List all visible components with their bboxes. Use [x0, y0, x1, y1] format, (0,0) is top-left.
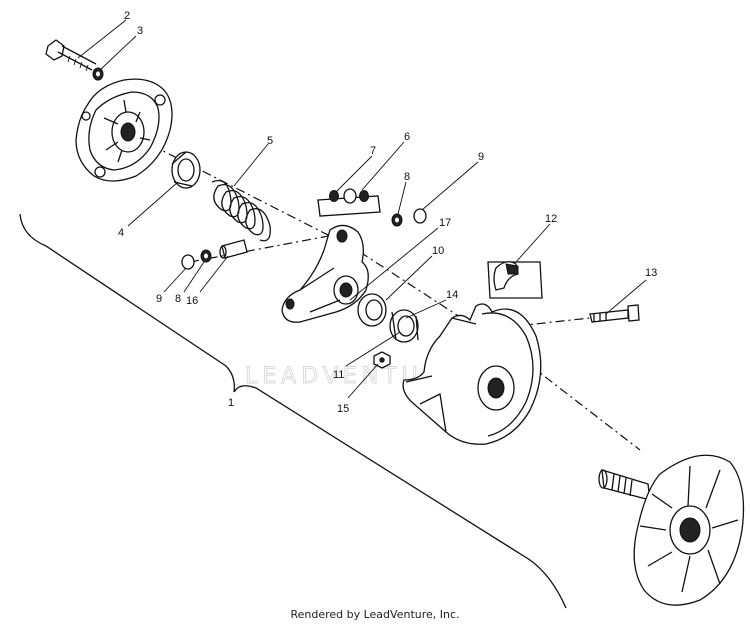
part-bushing-stack — [357, 293, 419, 343]
part-spring — [211, 179, 271, 242]
footer-credit: Rendered by LeadVenture, Inc. — [290, 608, 460, 621]
part-washer-roller-right — [391, 208, 427, 227]
part-shoe — [487, 261, 543, 299]
callout-16: 16 — [186, 295, 198, 307]
callout-9-right: 9 — [478, 151, 484, 163]
part-spider-arm — [281, 224, 369, 323]
assembly-bracket — [19, 213, 567, 609]
bolt-axis-line — [189, 231, 591, 331]
callout-labels: 2 3 4 5 6 7 8 9 17 10 12 13 14 11 15 9 8… — [118, 10, 657, 415]
callout-7: 7 — [370, 145, 376, 157]
callout-8-left: 8 — [175, 293, 181, 305]
part-moveable-sheave — [402, 303, 542, 445]
part-bearing — [171, 151, 201, 189]
leader-lines — [77, 19, 647, 399]
callout-8-right: 8 — [404, 171, 410, 183]
callout-12: 12 — [545, 213, 557, 225]
callout-6: 6 — [404, 131, 410, 143]
callout-14: 14 — [446, 289, 458, 301]
callout-3: 3 — [137, 25, 143, 37]
part-bolt-long — [589, 304, 640, 323]
part-washer — [92, 67, 104, 81]
part-roller-washer-pin-left — [181, 239, 248, 270]
callout-1: 1 — [228, 397, 234, 409]
callout-2: 2 — [124, 10, 130, 22]
callout-10: 10 — [432, 245, 444, 257]
callout-15: 15 — [337, 403, 349, 415]
callout-4: 4 — [118, 227, 124, 239]
callout-5: 5 — [267, 135, 273, 147]
part-housing-cover — [75, 78, 173, 182]
part-fixed-sheave — [598, 454, 745, 606]
callout-9-left: 9 — [156, 293, 162, 305]
part-roller-group-upper — [317, 188, 381, 217]
part-bolt — [45, 39, 97, 72]
callout-17: 17 — [439, 217, 451, 229]
callout-13: 13 — [645, 267, 657, 279]
callout-11: 11 — [333, 369, 344, 381]
